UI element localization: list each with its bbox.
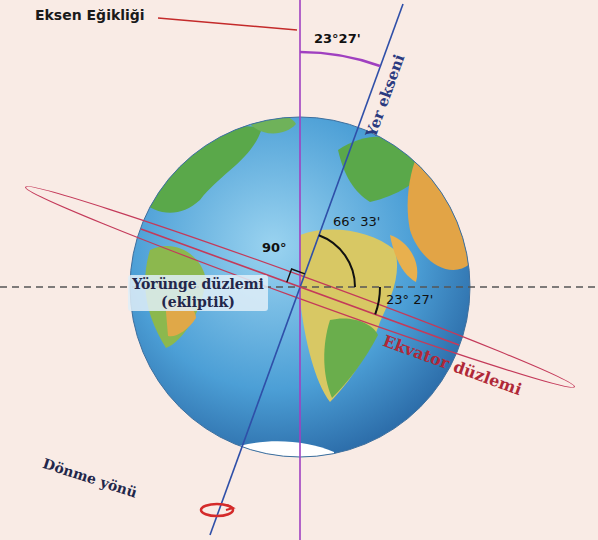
leader-line: [158, 18, 297, 30]
earth-axis-line: [210, 4, 403, 535]
vertical-line: [299, 0, 301, 540]
right-angle-mark: [287, 269, 305, 282]
ecliptic-label: Yörünge düzlemi (ekliptik): [128, 275, 268, 311]
angle-label: 23° 27': [386, 292, 433, 309]
africa-forest: [324, 318, 378, 398]
angle-label: 66° 33': [333, 214, 380, 231]
rotation-label: Dönme yönü: [41, 454, 140, 502]
north-america: [140, 126, 262, 213]
tilt-arc: [300, 52, 380, 66]
arabia: [390, 235, 417, 282]
equator-label: Ekvator düzlemi: [380, 331, 524, 401]
title-label: Eksen Eğikliği: [35, 6, 145, 24]
angle-label: 23°27': [314, 31, 361, 48]
rotation-ring: [201, 504, 233, 516]
rotation-arrow: [226, 505, 233, 510]
angle-arc: [375, 287, 380, 314]
angle-arc: [319, 235, 355, 287]
angle-label: 90°: [262, 240, 287, 257]
axis-label: Yer ekseni: [362, 52, 410, 140]
asia: [408, 148, 472, 270]
